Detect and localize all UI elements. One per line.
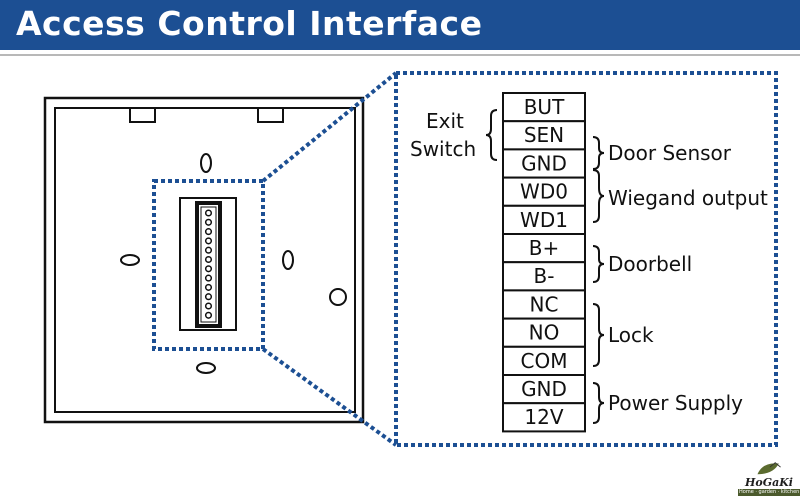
lock-label: Lock	[608, 323, 654, 347]
terminal-nc: NC	[502, 289, 586, 320]
terminal-label: WD1	[520, 208, 568, 232]
doorbell-label: Doorbell	[608, 252, 692, 276]
terminal-label: GND	[521, 151, 567, 175]
terminal-wd0: WD0	[502, 176, 586, 207]
connector-pin	[204, 311, 213, 319]
page-title: Access Control Interface	[16, 4, 483, 43]
logo-tagline: Home · garden · kitchen	[738, 489, 800, 496]
connector-pin	[204, 255, 213, 264]
terminal-com: COM	[502, 345, 586, 376]
connector-pin	[204, 302, 213, 310]
terminal-label: WD0	[520, 180, 568, 204]
terminal-label: NO	[529, 321, 560, 345]
switch-label: Switch	[410, 137, 476, 161]
connector-pin	[204, 283, 213, 291]
connector-pin	[204, 228, 213, 236]
terminal-cell	[502, 261, 586, 292]
connector-pin	[204, 274, 213, 282]
connector-pin	[204, 265, 213, 273]
connector-socket	[195, 201, 222, 328]
terminal-label: GND	[521, 377, 567, 401]
connector-housing	[179, 197, 237, 331]
connector-pin	[204, 237, 213, 245]
brand-logo: HoGaKi Home · garden · kitchen	[738, 460, 800, 496]
terminal-label: COM	[521, 349, 568, 373]
title-bar: Access Control Interface	[0, 0, 800, 50]
terminal-cell	[502, 317, 586, 348]
terminal-cell	[502, 233, 586, 264]
wiegand-label: Wiegand output	[608, 186, 768, 210]
terminal-label: NC	[530, 292, 559, 316]
leaf-house-icon	[757, 462, 781, 475]
terminal-gnd: GND	[502, 148, 586, 179]
terminal-label: 12V	[524, 405, 563, 429]
terminal-bminus: B-	[502, 261, 586, 292]
terminal-sen: SEN	[502, 120, 586, 151]
terminal-cell	[502, 402, 586, 433]
connector-pin	[204, 293, 213, 301]
terminal-gnd: GND	[502, 374, 586, 405]
exit-label: Exit	[426, 109, 464, 133]
terminal-bplus: B+	[502, 233, 586, 264]
callout-outline	[152, 71, 778, 447]
logo-name: HoGaKi	[745, 476, 793, 489]
power-supply-label: Power Supply	[608, 391, 743, 415]
terminal-label: SEN	[524, 123, 564, 147]
terminal-cell	[502, 120, 586, 151]
terminal-no: NO	[502, 317, 586, 348]
terminal-cell	[502, 148, 586, 179]
connector-pins	[204, 209, 213, 319]
connector-pin	[204, 218, 213, 226]
terminal-cell	[502, 204, 586, 236]
device-panel	[43, 96, 365, 424]
connector-pin	[204, 209, 213, 217]
terminal-label: B-	[534, 264, 555, 288]
divider	[0, 54, 800, 56]
terminal-label: BUT	[524, 95, 565, 119]
terminal-wd1: WD1	[502, 204, 586, 236]
terminal-label: B+	[529, 236, 559, 260]
terminal-but: BUT	[502, 92, 586, 123]
door-sensor-label: Door Sensor	[608, 141, 732, 165]
connector-pin	[204, 246, 213, 254]
terminal-12v: 12V	[502, 402, 586, 433]
group-braces	[485, 109, 605, 424]
